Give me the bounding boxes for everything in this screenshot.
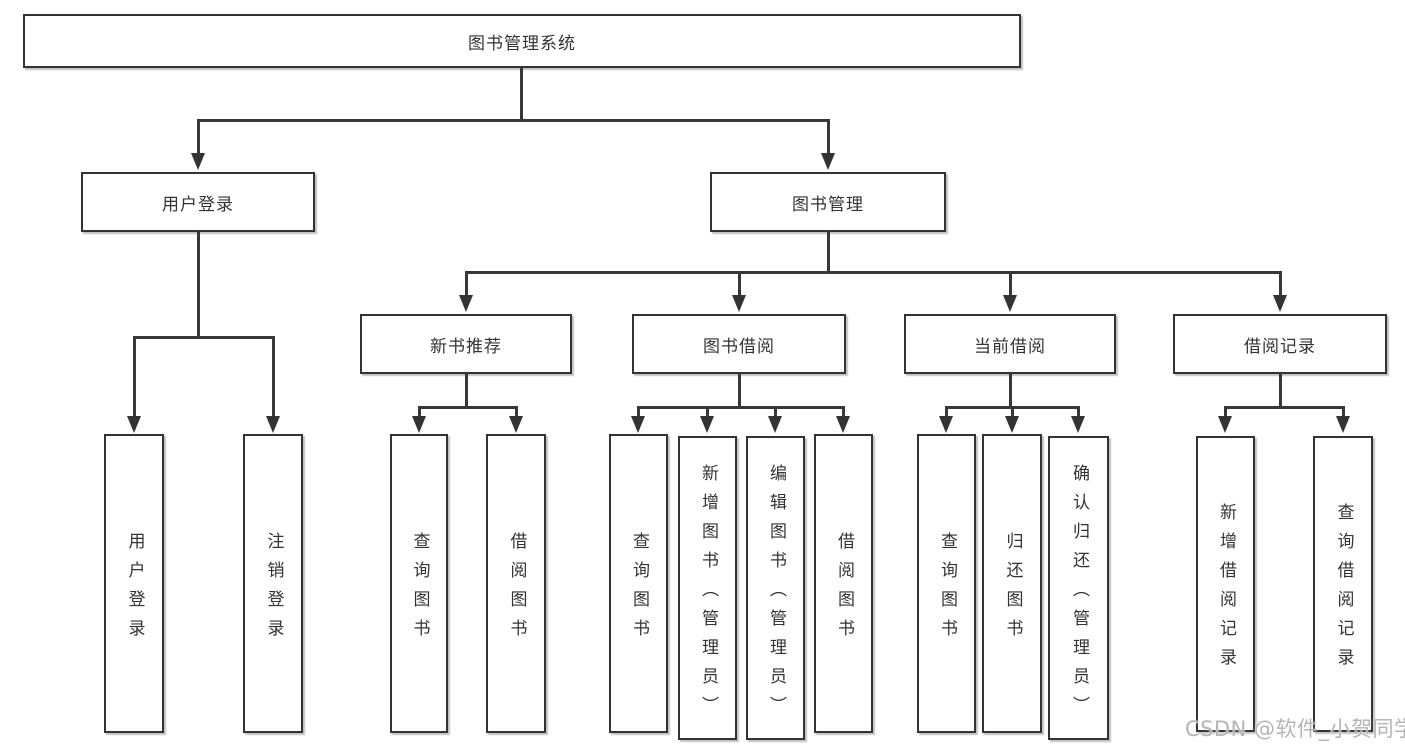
arrowhead (939, 416, 953, 433)
connector-drop (842, 406, 845, 418)
connector-root-stem (520, 67, 523, 121)
leaf-logout: 注销登录 (243, 434, 303, 733)
leaf-confirm-return-admin: 确认归还（管理员） (1048, 436, 1109, 740)
connector-recommend-rail (418, 406, 518, 409)
connector-level2-rail (465, 271, 1281, 274)
connector-drop-records (1279, 271, 1282, 297)
leaf-query-books-current-label: 查询图书 (937, 531, 957, 648)
node-user-login-label: 用户登录 (162, 194, 234, 215)
arrowhead (1003, 295, 1017, 312)
node-current-borrow-label: 当前借阅 (974, 336, 1046, 357)
leaf-borrow-books: 借阅图书 (814, 434, 873, 733)
leaf-borrow-books-recommend: 借阅图书 (486, 434, 546, 733)
connector-drop-recommend (465, 271, 468, 297)
leaf-return-books: 归还图书 (982, 434, 1042, 733)
arrowhead (821, 153, 835, 170)
connector-drop (637, 406, 640, 418)
arrowhead (700, 416, 714, 433)
node-borrow-records-label: 借阅记录 (1244, 336, 1316, 357)
leaf-add-book-admin: 新增图书（管理员） (678, 436, 737, 740)
leaf-query-books-borrow-label: 查询图书 (629, 531, 649, 648)
connector-borrow-stem (738, 373, 741, 407)
arrowhead (836, 416, 850, 433)
arrowhead (191, 153, 205, 170)
connector-current-stem (1009, 373, 1012, 407)
arrowhead (1273, 295, 1287, 312)
leaf-query-books-recommend: 查询图书 (390, 434, 448, 733)
connector-drop-book-mgmt (827, 119, 830, 157)
node-borrow-records: 借阅记录 (1173, 314, 1387, 374)
connector-drop (1342, 406, 1345, 418)
leaf-query-books-borrow: 查询图书 (609, 434, 668, 733)
connector-level1-rail (197, 119, 830, 122)
arrowhead (1071, 416, 1085, 433)
node-book-management: 图书管理 (710, 172, 946, 232)
connector-records-rail (1224, 406, 1344, 409)
leaf-return-books-label: 归还图书 (1002, 531, 1023, 648)
connector-drop-user-login (197, 119, 200, 157)
connector-drop (1077, 406, 1080, 418)
connector-borrow-rail (637, 406, 845, 409)
arrowhead (509, 416, 523, 433)
leaf-user-login-label: 用户登录 (124, 531, 145, 648)
node-new-book-recommend-label: 新书推荐 (430, 336, 502, 357)
arrowhead (631, 416, 645, 433)
arrowhead (1336, 416, 1350, 433)
leaf-confirm-return-admin-label: 确认归还（管理员） (1069, 463, 1089, 725)
connector-drop-logout-leaf (272, 336, 275, 418)
arrowhead (1005, 416, 1019, 433)
connector-user-login-rail (133, 336, 274, 339)
arrowhead (412, 416, 426, 433)
connector-drop (418, 406, 421, 418)
arrowhead (127, 416, 141, 433)
leaf-query-books-current: 查询图书 (917, 434, 976, 733)
node-root-label: 图书管理系统 (468, 33, 576, 54)
connector-drop (945, 406, 948, 418)
connector-drop (515, 406, 518, 418)
csdn-watermark: CSDN @软件_小贺同学 (1185, 717, 1405, 741)
connector-drop (1224, 406, 1227, 418)
node-book-borrow-label: 图书借阅 (703, 336, 775, 357)
leaf-add-book-admin-label: 新增图书（管理员） (698, 463, 718, 725)
connector-book-mgmt-stem (827, 231, 830, 273)
connector-user-login-stem (197, 231, 200, 338)
connector-records-stem (1279, 373, 1282, 407)
node-current-borrow: 当前借阅 (904, 314, 1116, 374)
leaf-query-borrow-record-label: 查询借阅记录 (1333, 503, 1354, 677)
connector-drop-borrow (738, 271, 741, 297)
node-user-login: 用户登录 (81, 172, 315, 232)
leaf-query-borrow-record: 查询借阅记录 (1313, 436, 1373, 732)
node-root: 图书管理系统 (23, 14, 1021, 68)
leaf-edit-book-admin-label: 编辑图书（管理员） (766, 463, 786, 725)
arrowhead (266, 416, 280, 433)
leaf-user-login: 用户登录 (104, 434, 164, 733)
leaf-borrow-books-label: 借阅图书 (834, 531, 854, 648)
leaf-query-books-recommend-label: 查询图书 (409, 531, 430, 648)
leaf-logout-label: 注销登录 (263, 531, 284, 648)
leaf-add-borrow-record: 新增借阅记录 (1196, 436, 1255, 732)
arrowhead (768, 416, 782, 433)
connector-drop-login-leaf (133, 336, 136, 418)
connector-drop (774, 406, 777, 418)
leaf-edit-book-admin: 编辑图书（管理员） (746, 436, 805, 740)
leaf-add-borrow-record-label: 新增借阅记录 (1216, 503, 1236, 677)
node-book-management-label: 图书管理 (792, 194, 864, 215)
connector-drop (1011, 406, 1014, 418)
leaf-borrow-books-recommend-label: 借阅图书 (506, 531, 527, 648)
connector-recommend-stem (465, 373, 468, 407)
connector-drop-current (1009, 271, 1012, 297)
node-new-book-recommend: 新书推荐 (360, 314, 572, 374)
arrowhead (459, 295, 473, 312)
node-book-borrow: 图书借阅 (632, 314, 846, 374)
arrowhead (732, 295, 746, 312)
connector-drop (706, 406, 709, 418)
arrowhead (1218, 416, 1232, 433)
